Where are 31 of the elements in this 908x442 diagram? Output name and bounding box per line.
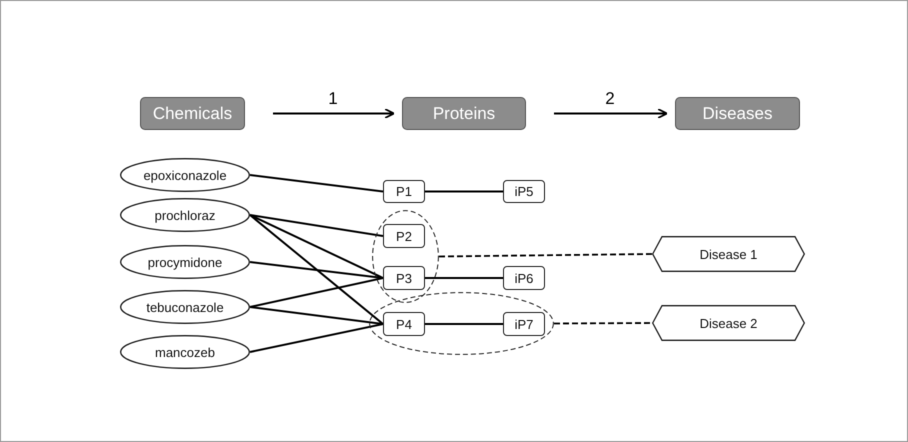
protein-box: P1 xyxy=(383,180,425,203)
protein-box: iP6 xyxy=(503,266,545,290)
disease-hexagon: Disease 2 xyxy=(652,305,805,341)
connector-line xyxy=(438,253,652,258)
connector-line xyxy=(554,322,652,324)
chemical-ellipse: tebuconazole xyxy=(120,290,250,324)
connector-line xyxy=(250,214,384,279)
chemical-ellipse: mancozeb xyxy=(120,335,250,369)
protein-box: iP5 xyxy=(503,180,545,203)
connector-line xyxy=(425,323,503,325)
connector-line xyxy=(250,174,384,192)
connector-line xyxy=(250,306,384,325)
connector-line xyxy=(249,214,384,325)
connector-line xyxy=(250,277,384,308)
protein-box: iP7 xyxy=(503,312,545,336)
category-box: Proteins xyxy=(402,97,526,130)
category-box: Chemicals xyxy=(140,97,245,130)
protein-box: P4 xyxy=(383,312,425,336)
disease-hexagon: Disease 1 xyxy=(652,236,805,272)
category-box: Diseases xyxy=(675,97,800,130)
connector-line xyxy=(250,214,384,237)
connector-line xyxy=(250,323,384,353)
connector-line xyxy=(425,190,503,192)
connector-line xyxy=(250,261,384,279)
protein-box: P3 xyxy=(383,266,425,290)
chemical-ellipse: procymidone xyxy=(120,245,250,279)
arrow xyxy=(554,108,668,119)
chemical-ellipse: prochloraz xyxy=(120,198,250,232)
protein-box: P2 xyxy=(383,224,425,248)
chemical-ellipse: epoxiconazole xyxy=(120,158,250,192)
arrow xyxy=(273,108,395,119)
